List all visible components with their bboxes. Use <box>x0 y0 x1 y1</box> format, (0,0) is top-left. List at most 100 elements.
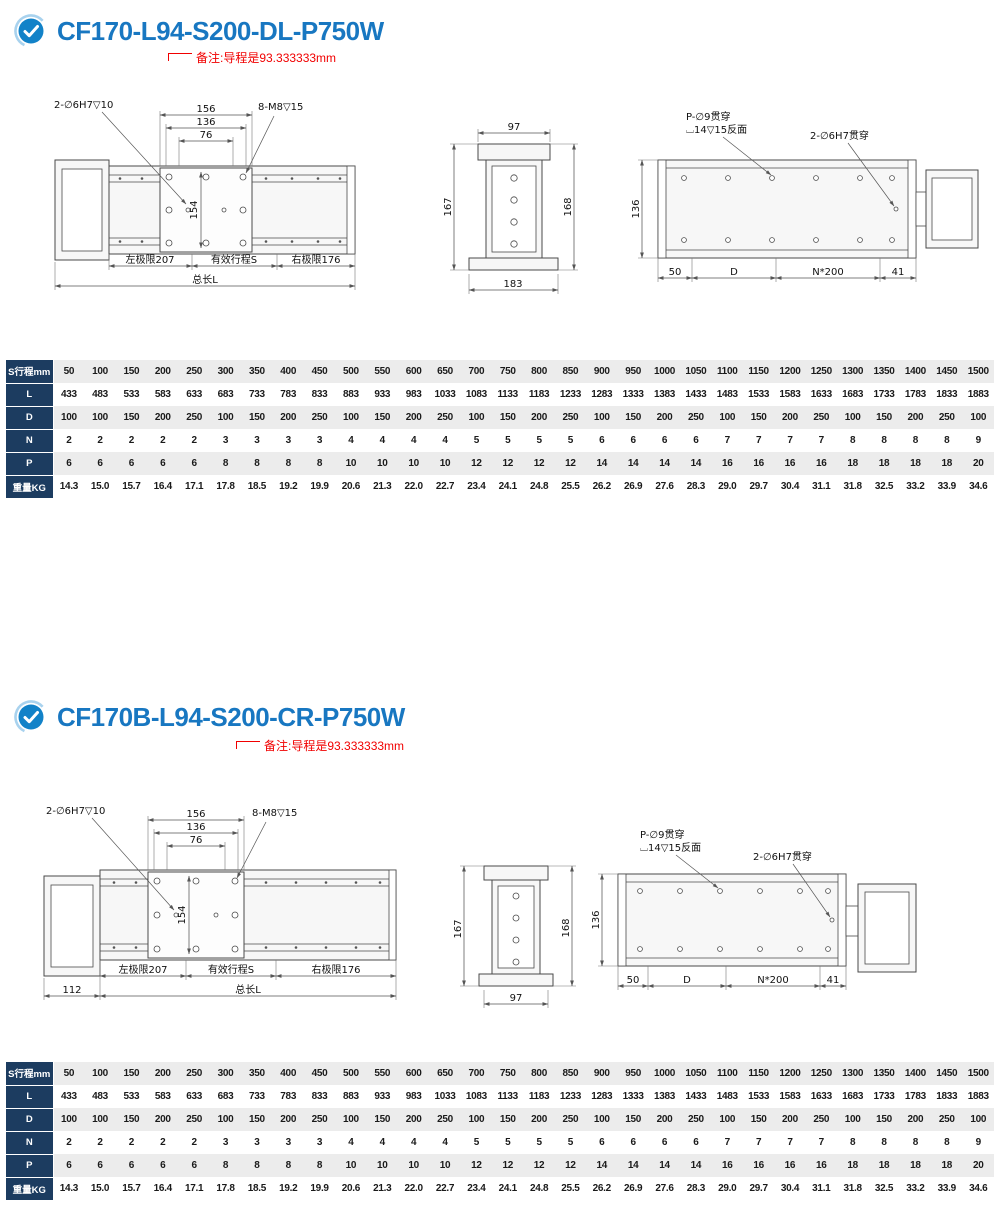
dim-136: 136 <box>196 117 215 128</box>
hole-callout-label: 2-∅6H7▽10 <box>54 100 113 111</box>
cell: 633 <box>178 383 210 406</box>
cell: 200 <box>272 1108 304 1131</box>
cell: 16 <box>711 452 743 475</box>
cell: 1183 <box>523 383 555 406</box>
row-label: P <box>6 1154 54 1178</box>
cell: 5 <box>523 429 555 452</box>
cell: 17.8 <box>209 1177 242 1200</box>
dim-carriage-154: 154 <box>177 905 188 924</box>
cell: 100 <box>84 406 116 429</box>
dim-D: D <box>683 975 691 986</box>
cell: 100 <box>836 406 869 429</box>
cell: 100 <box>335 406 367 429</box>
cell: 29.0 <box>711 475 743 498</box>
check-badge-icon <box>14 14 48 48</box>
cell: 1883 <box>962 1085 994 1108</box>
cell: 1350 <box>868 1062 900 1085</box>
cell: 12 <box>460 1154 493 1177</box>
cell: 150 <box>115 406 148 429</box>
cell: 18 <box>836 1154 869 1177</box>
cell: 14 <box>648 1154 681 1177</box>
counterbore-label: ⌴14▽15反面 <box>640 842 701 854</box>
cell: 250 <box>429 406 461 429</box>
cell: 583 <box>147 1085 179 1108</box>
cell: 26.9 <box>617 1177 649 1200</box>
cell: 2 <box>147 1131 179 1154</box>
cell: 1300 <box>836 1062 869 1085</box>
cell: 750 <box>492 360 524 383</box>
cell: 6 <box>84 452 116 475</box>
cell: 1333 <box>617 1085 649 1108</box>
side-view-dimensions: 97 167 168 183 <box>443 122 578 294</box>
cell: 400 <box>272 360 304 383</box>
cell: 533 <box>115 383 148 406</box>
cell: 833 <box>303 383 336 406</box>
row-label: L <box>6 383 54 407</box>
cell: 14 <box>680 1154 712 1177</box>
cell: 500 <box>335 360 367 383</box>
counterbore-label: ⌴14▽15反面 <box>686 124 747 136</box>
cell: 150 <box>241 1108 273 1131</box>
cell: 1183 <box>523 1085 555 1108</box>
cell: 100 <box>962 1108 994 1131</box>
side-view-drawing-1: 97 167 168 183 <box>443 122 578 294</box>
cell: 10 <box>335 1154 367 1177</box>
dim-183: 183 <box>503 279 522 290</box>
cell: 100 <box>711 406 743 429</box>
cell: 1633 <box>805 383 837 406</box>
cell: 12 <box>554 452 587 475</box>
cell: 5 <box>460 1131 493 1154</box>
cell: 7 <box>805 429 837 452</box>
row-label: 重量KG <box>6 1177 54 1201</box>
cell: 14 <box>648 452 681 475</box>
cell: 7 <box>742 429 775 452</box>
cell: 23.4 <box>460 475 493 498</box>
cell: 16 <box>805 1154 837 1177</box>
cell: 12 <box>492 452 524 475</box>
cell: 1450 <box>931 1062 963 1085</box>
cell: 250 <box>178 406 210 429</box>
hole-callout-label: 2-∅6H7▽10 <box>46 806 105 817</box>
cell: 6 <box>115 1154 148 1177</box>
cell: 8 <box>241 452 273 475</box>
cell: 6 <box>586 1131 618 1154</box>
cell: 200 <box>397 1108 430 1131</box>
cell: 31.1 <box>805 475 837 498</box>
cell: 7 <box>711 1131 743 1154</box>
cell: 18.5 <box>241 1177 273 1200</box>
cell: 30.4 <box>774 475 806 498</box>
cell: 16 <box>711 1154 743 1177</box>
dim-136-side: 136 <box>591 910 602 929</box>
cell: 1100 <box>711 360 743 383</box>
dim-156: 156 <box>196 104 215 115</box>
cell: 2 <box>53 1131 85 1154</box>
dim-168: 168 <box>561 918 572 937</box>
cell: 300 <box>209 1062 242 1085</box>
cell: 250 <box>429 1108 461 1131</box>
front-view-parts <box>43 869 397 977</box>
cell: 33.2 <box>899 475 932 498</box>
cell: 200 <box>147 406 179 429</box>
cell: 200 <box>523 406 555 429</box>
cell: 1150 <box>742 360 775 383</box>
cell: 16 <box>742 1154 775 1177</box>
through-hole-label: P-∅9贯穿 <box>686 110 731 123</box>
cell: 34.6 <box>962 1177 994 1200</box>
cell: 150 <box>366 1108 398 1131</box>
row-label: S行程mm <box>6 360 54 384</box>
dim-N200: N*200 <box>812 267 844 278</box>
cell: 683 <box>209 1085 242 1108</box>
cell: 18 <box>931 1154 963 1177</box>
cell: 500 <box>335 1062 367 1085</box>
cell: 9 <box>962 429 994 452</box>
cell: 20 <box>962 452 994 475</box>
cell: 700 <box>460 1062 493 1085</box>
cell: 200 <box>648 406 681 429</box>
cell: 100 <box>209 1108 242 1131</box>
cell: 6 <box>617 429 649 452</box>
cell: 200 <box>899 406 932 429</box>
cell: 25.5 <box>554 475 587 498</box>
